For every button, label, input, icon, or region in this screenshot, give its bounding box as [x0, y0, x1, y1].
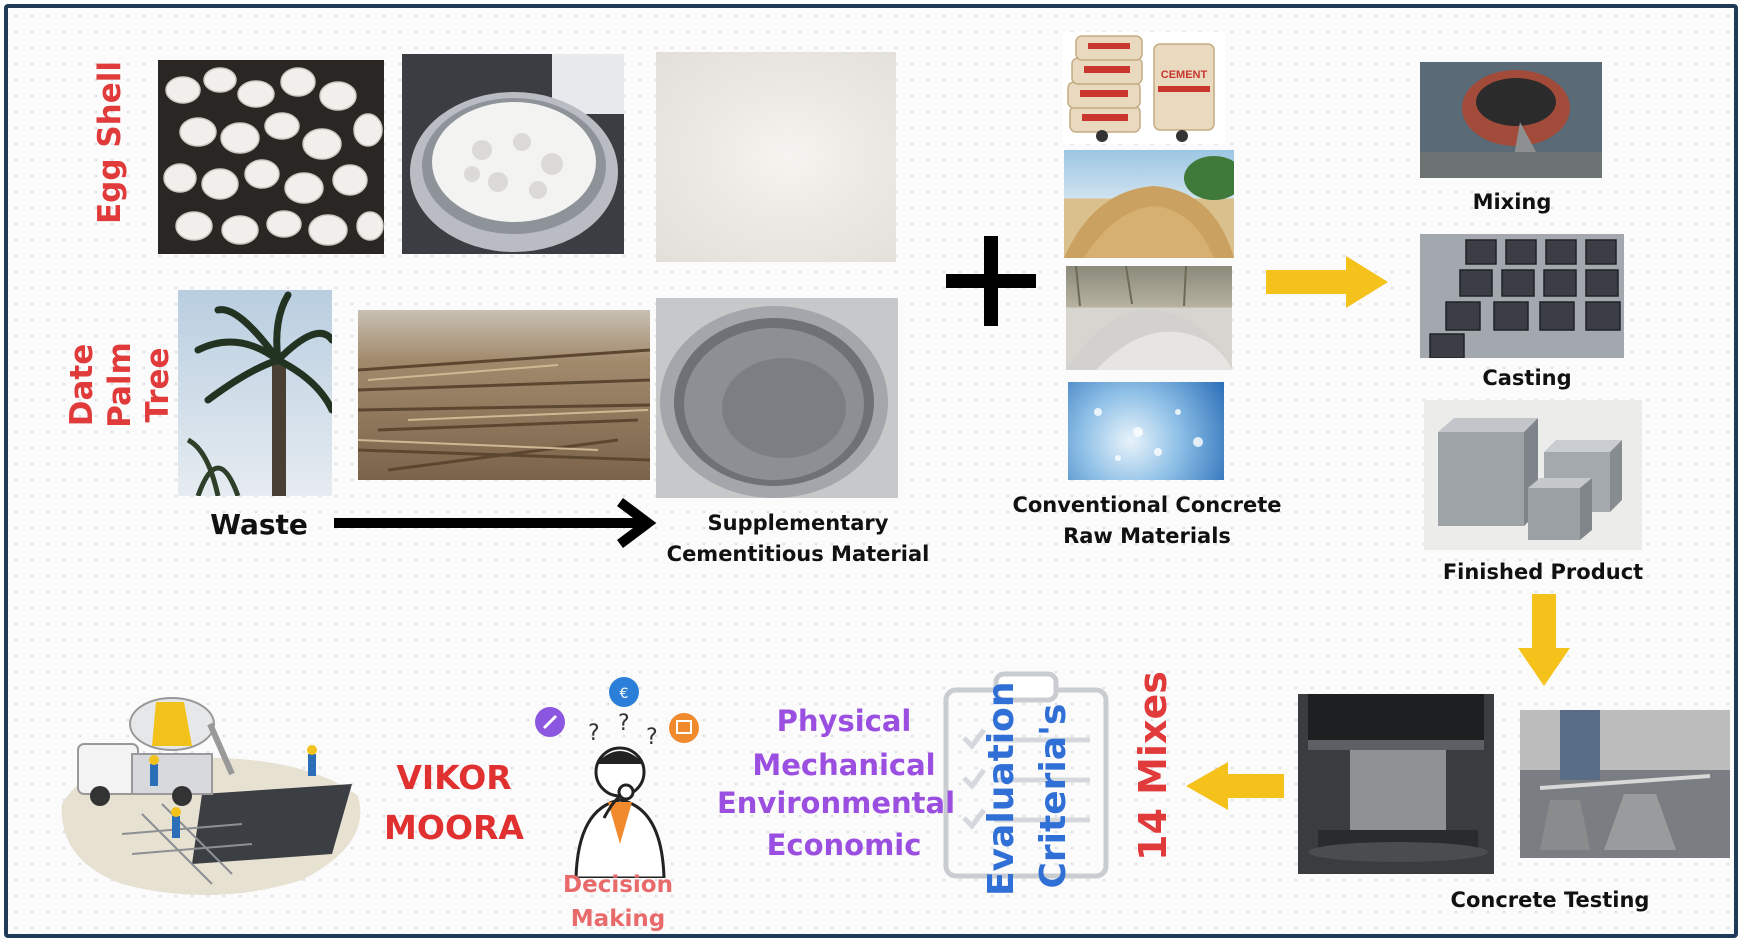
scm-label: Supplementary Cementitious Material: [658, 508, 938, 570]
vikor-label: VIKOR: [396, 758, 512, 797]
palm-ash-photo: [656, 298, 898, 498]
mixing-photo: [1420, 62, 1602, 178]
moora-label: MOORA: [384, 808, 524, 847]
concrete-testing-label: Concrete Testing: [1450, 888, 1650, 912]
waste-arrow: [334, 498, 657, 548]
water-photo: [1068, 382, 1224, 480]
palm-waste-photo: [358, 310, 650, 480]
slump-test-photo: [1520, 710, 1730, 858]
clipboard-icon: [943, 671, 1109, 879]
criterion-economic: Economic: [766, 828, 922, 862]
cement-bag-text: CEMENT: [1161, 69, 1208, 81]
raw-materials-label-text: Conventional Concrete Raw Materials: [1012, 493, 1282, 548]
compression-test-photo: [1298, 694, 1494, 874]
palm-tree-photo: [178, 290, 332, 496]
sand-pile-photo: [1064, 150, 1234, 258]
to-testing-arrow: [1518, 594, 1570, 686]
to-mixing-arrow: [1266, 256, 1388, 308]
cement-bags-photo: CEMENT: [1062, 32, 1226, 144]
plus-icon: [946, 236, 1036, 326]
scm-label-text: Supplementary Cementitious Material: [666, 511, 930, 566]
eggshell-powder-photo: [656, 52, 896, 262]
diagram-frame: Egg Shell: [4, 4, 1738, 938]
date-palm-label-text: Date Palm Tree: [64, 342, 176, 428]
egg-shell-label: Egg Shell: [92, 60, 128, 224]
eggshell-bowl-photo: [402, 54, 624, 254]
decision-making-text: Decision Making: [563, 872, 673, 932]
decision-making-label: Decision Making: [538, 868, 698, 934]
thinking-person-icon: € ???: [535, 677, 699, 878]
casting-label: Casting: [1482, 366, 1572, 390]
finished-product-label: Finished Product: [1442, 560, 1644, 584]
svg-text:€: €: [620, 686, 629, 702]
raw-materials-label: Conventional Concrete Raw Materials: [1002, 490, 1292, 552]
evaluation-criteria-text: Evaluation Criteria's: [981, 681, 1074, 896]
waste-label: Waste: [210, 508, 308, 541]
svg-text:?: ?: [646, 725, 658, 750]
svg-text:?: ?: [618, 711, 630, 736]
criterion-physical: Physical: [776, 704, 912, 738]
finished-product-photo: [1424, 400, 1642, 550]
construction-site-illustration: [61, 697, 361, 896]
gravel-photo: [1066, 266, 1232, 370]
mixes-label: 14 Mixes: [1131, 671, 1175, 861]
date-palm-label: Date Palm Tree: [63, 303, 177, 467]
casting-photo: [1420, 234, 1624, 358]
mixing-label: Mixing: [1472, 190, 1552, 214]
criterion-mechanical: Mechanical: [752, 748, 936, 782]
criterion-environmental: Environmental: [716, 786, 956, 820]
svg-text:?: ?: [588, 721, 600, 746]
eggshell-pile-photo: [158, 60, 384, 254]
evaluation-criteria-label: Evaluation Criteria's: [976, 681, 1080, 896]
to-mixes-arrow: [1186, 762, 1284, 810]
